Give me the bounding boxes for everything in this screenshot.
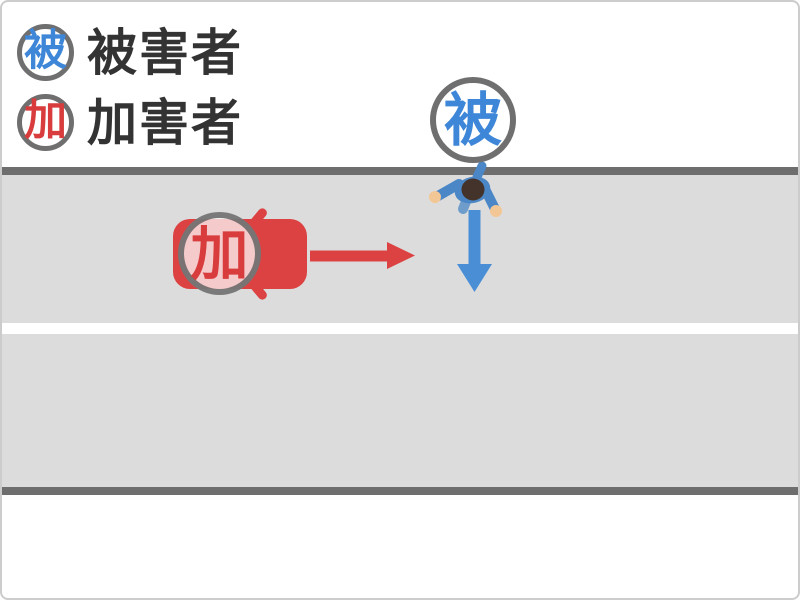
down-arrow-icon [457,210,492,292]
victim-badge-char: 被 [443,86,502,154]
right-arrow-icon [310,242,415,269]
victim-badge-icon: 被 [430,77,516,163]
perpetrator-badge-char: 加 [190,219,249,288]
legend-victim-label: 被害者 [87,23,243,82]
perpetrator-badge-icon: 加 [17,94,74,151]
road-lower-lane [2,334,798,487]
legend-perpetrator-badge-char: 加 [24,96,67,146]
legend-victim-badge-char: 被 [24,26,67,76]
pedestrian-icon [429,161,502,217]
road-edge-top-line [2,167,798,175]
legend-perpetrator-label: 加害者 [87,93,243,152]
road-edge-bottom-line [2,487,798,495]
legend-item-perpetrator: 加 加害者 [17,94,243,151]
legend-item-victim: 被 被害者 [17,24,243,81]
lane-divider-line [2,323,798,334]
victim-badge-icon: 被 [17,24,74,81]
perpetrator-badge-icon: 加 [178,212,261,295]
